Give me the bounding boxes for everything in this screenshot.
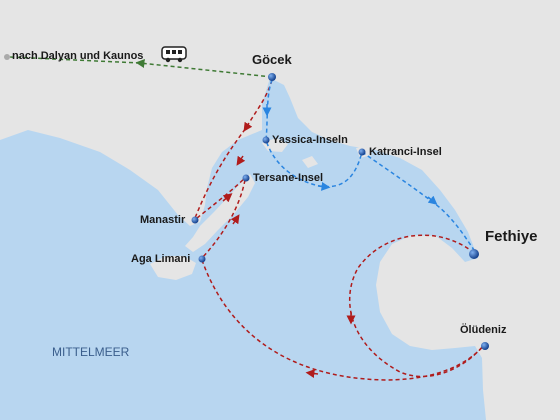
marker-katranci[interactable] — [358, 148, 366, 156]
marker-gocek[interactable] — [268, 73, 276, 81]
route-blue-arrow-2 — [317, 181, 331, 191]
islet-mid — [302, 156, 318, 168]
route-red-arrow-4 — [305, 369, 319, 379]
marker-fethiye[interactable] — [469, 249, 479, 259]
marker-yassica[interactable] — [262, 136, 270, 144]
route-green-end — [9, 56, 141, 64]
place-label-aga: Aga Limani — [131, 253, 191, 265]
route-red-aga-oludeniz — [201, 259, 485, 381]
route-green — [135, 58, 273, 78]
sea-area — [0, 78, 486, 420]
marker-tersane[interactable] — [242, 174, 250, 182]
place-label-fethiye: Fethiye — [485, 228, 538, 245]
route-start-dot — [4, 54, 10, 60]
place-label-gocek: Göcek — [252, 52, 292, 67]
place-label-katranci: Katranci-Insel — [369, 146, 442, 158]
route-red-arrow-2 — [222, 193, 233, 203]
place-label-yassica: Yassica-Inseln — [272, 134, 348, 146]
route-red-tersane-aga — [201, 179, 246, 259]
bus-icon — [161, 46, 187, 63]
aga-island — [150, 256, 196, 280]
marker-aga[interactable] — [198, 255, 206, 263]
route-red-arrow-3 — [230, 214, 240, 225]
marker-oludeniz[interactable] — [481, 342, 489, 350]
route-red-arrow-1 — [236, 155, 246, 166]
route-blue — [265, 79, 475, 251]
route-blue-arrow-3 — [427, 195, 438, 205]
route-red-manastir-tersane — [196, 177, 246, 219]
place-label-tersane: Tersane-Insel — [253, 172, 324, 184]
manastir-peninsula — [185, 174, 255, 252]
marker-manastir[interactable] — [191, 216, 199, 224]
route-label-dalyan: nach Dalyan und Kaunos — [12, 50, 144, 62]
place-label-oludeniz: Ölüdeniz — [460, 324, 507, 336]
place-label-manastir: Manastir — [140, 214, 186, 226]
sea-label: MITTELMEER — [52, 345, 130, 359]
route-red-gocek-manastir — [194, 79, 273, 219]
